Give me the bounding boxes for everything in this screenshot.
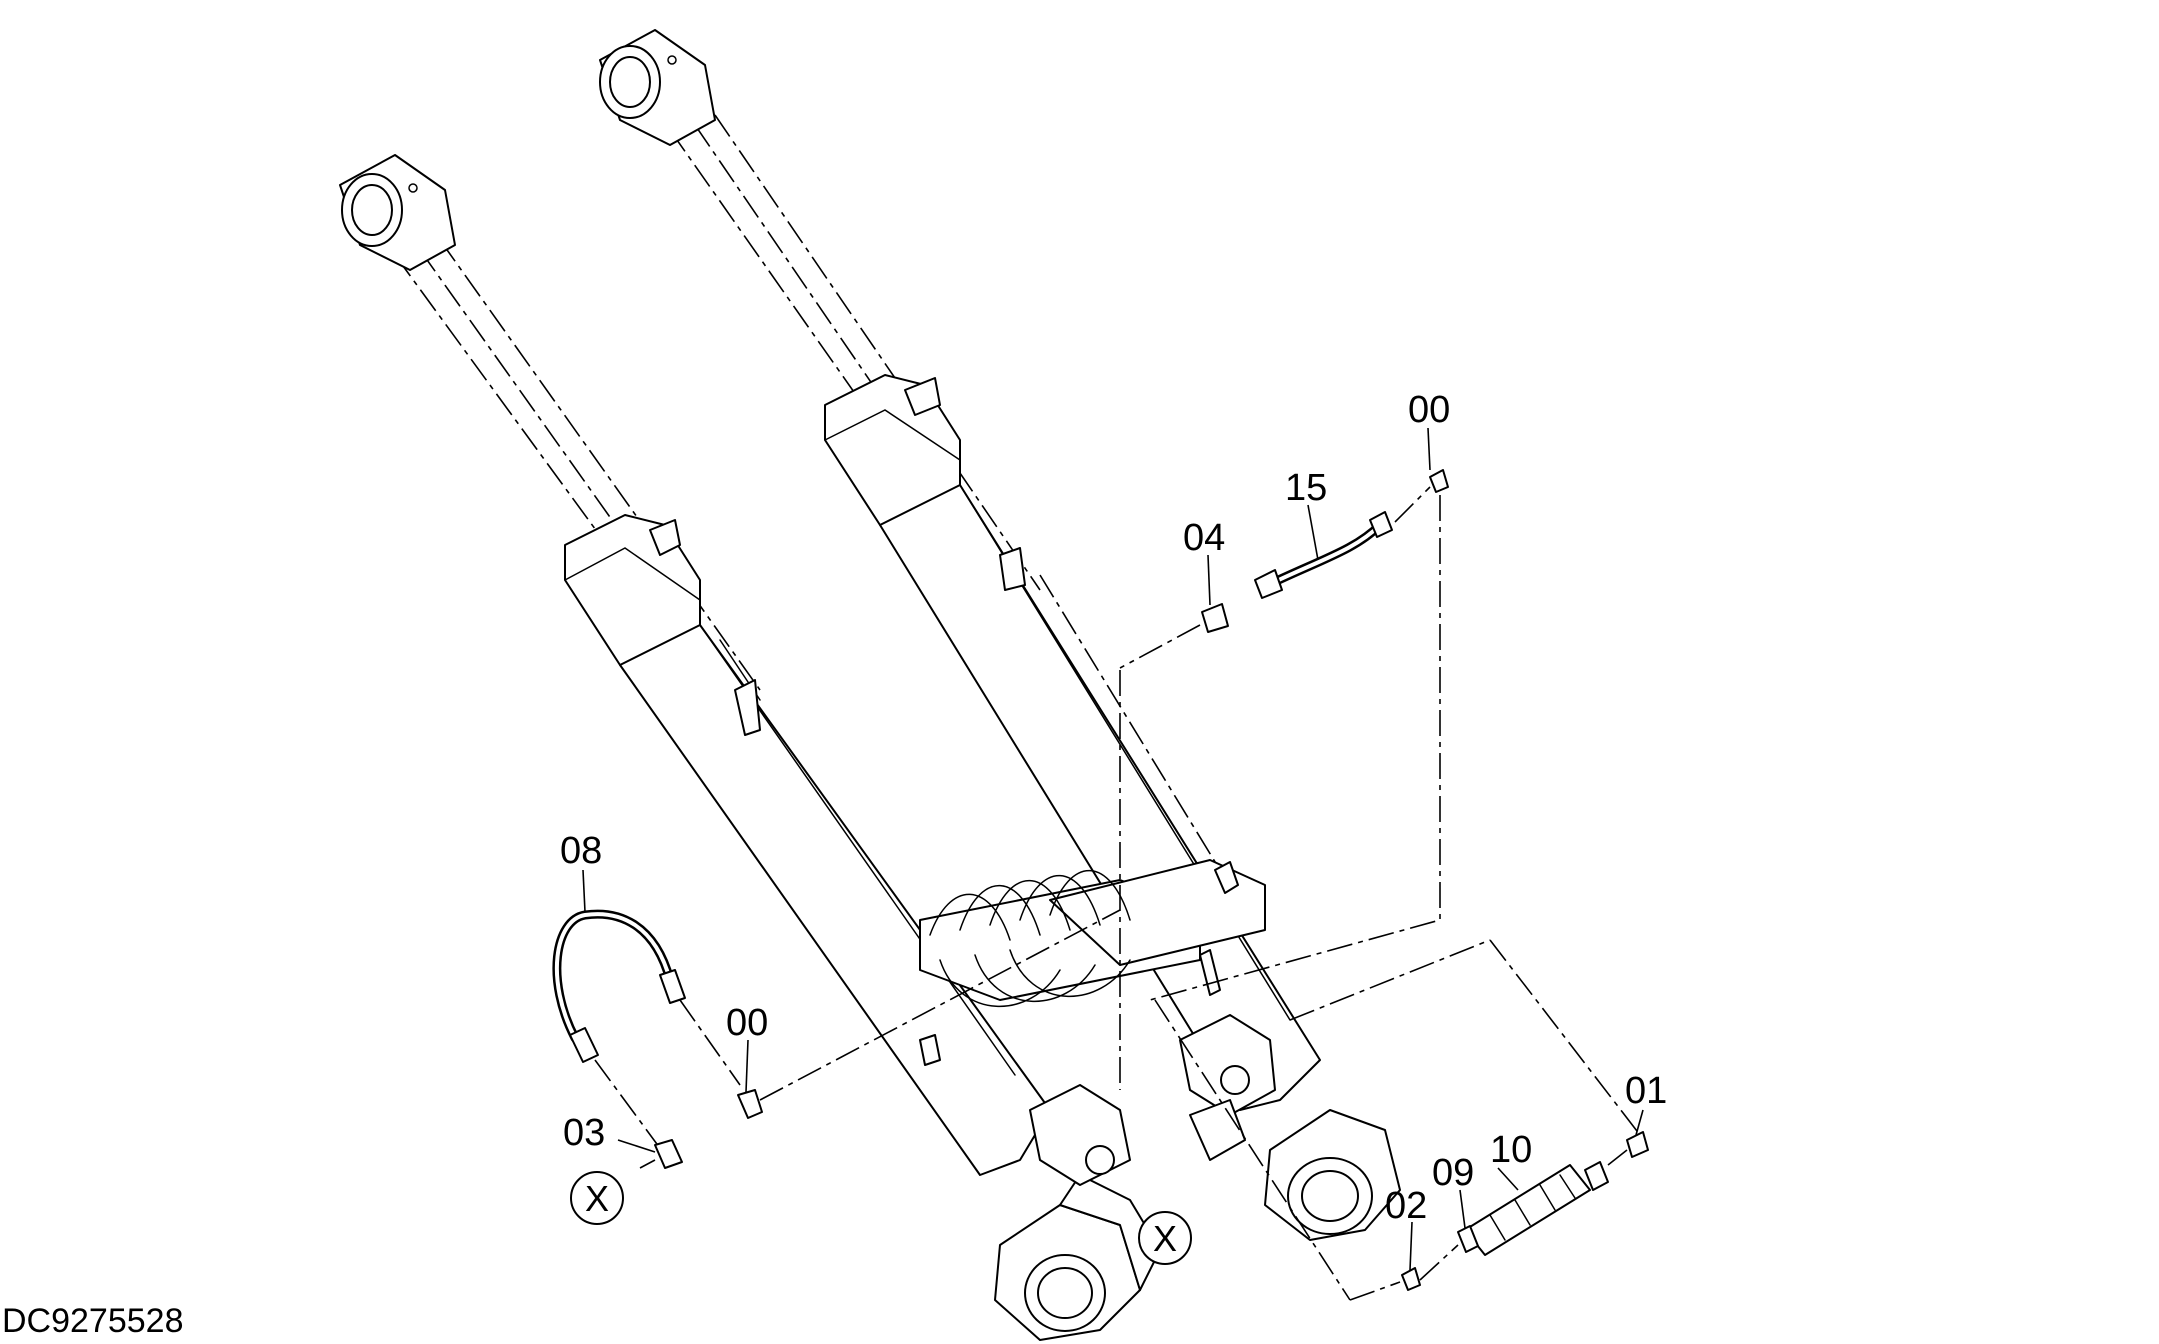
callout-03: 03 bbox=[563, 1112, 605, 1154]
callout-leaders bbox=[582, 427, 1644, 1271]
connection-marker-x-left: X bbox=[570, 1171, 624, 1225]
hose-08 bbox=[552, 909, 741, 1156]
callout-00-left: 00 bbox=[726, 1002, 768, 1044]
drawing-number: DC9275528 bbox=[2, 1302, 183, 1340]
callout-09: 09 bbox=[1432, 1152, 1474, 1194]
callout-08: 08 bbox=[560, 830, 602, 872]
marker-x-left-label: X bbox=[585, 1178, 609, 1219]
elbow-fitting-03 bbox=[639, 1139, 683, 1169]
callout-02: 02 bbox=[1385, 1185, 1427, 1227]
tube-valve-assembly bbox=[919, 859, 1276, 1186]
callout-00-top: 00 bbox=[1408, 389, 1450, 431]
connection-marker-x-center: X bbox=[1138, 1211, 1192, 1265]
callout-15: 15 bbox=[1285, 467, 1327, 509]
marker-x-center-label: X bbox=[1153, 1218, 1177, 1259]
callout-10: 10 bbox=[1490, 1129, 1532, 1171]
accumulator-assembly bbox=[1154, 939, 1649, 1301]
callout-04: 04 bbox=[1183, 517, 1225, 559]
left-hydraulic-cylinder bbox=[339, 154, 1161, 1341]
callout-01: 01 bbox=[1625, 1070, 1667, 1112]
hose-15 bbox=[1119, 469, 1449, 1090]
elbow-fitting-00-left bbox=[737, 909, 1121, 1119]
